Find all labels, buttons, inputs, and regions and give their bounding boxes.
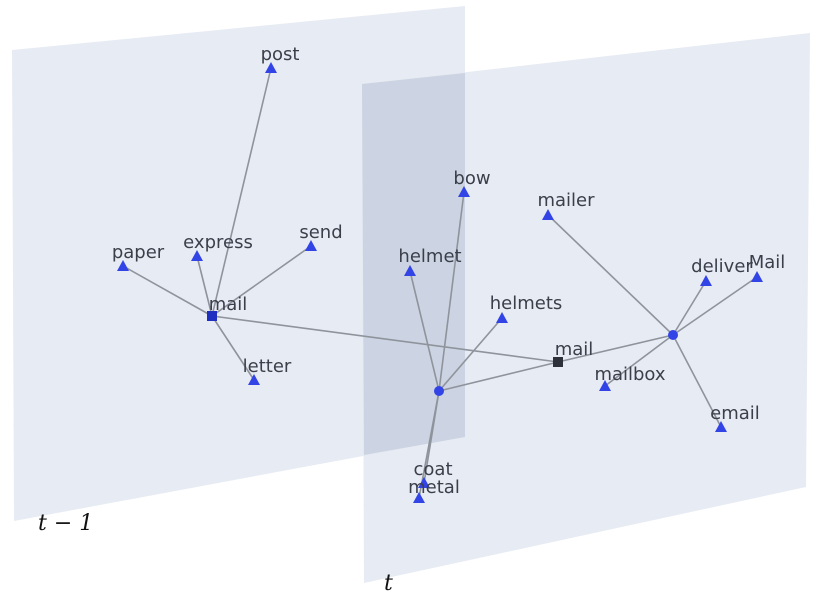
node-deliver-triangle — [700, 275, 712, 286]
node-mailbox-triangle — [599, 380, 611, 391]
node-post-triangle — [265, 62, 277, 73]
plane-overlap — [362, 73, 465, 455]
node-mail-right-square — [553, 357, 563, 367]
plane-label-right: t — [384, 571, 393, 596]
edge-hub-a-helmet — [409, 270, 440, 392]
label-send: send — [299, 222, 342, 243]
label-Mail: Mail — [749, 252, 786, 273]
label-email: email — [710, 403, 760, 424]
node-Mail-triangle — [751, 271, 763, 282]
node-mail-left-square — [207, 311, 217, 321]
label-metal: metal — [408, 477, 460, 498]
node-hub-a-circle — [434, 386, 444, 396]
edge-hub-b-mailer — [547, 214, 674, 336]
edges-layer — [122, 67, 758, 499]
edge-hub-b-mailbox — [604, 334, 674, 387]
edge-mail-left-send — [211, 245, 312, 317]
edge-mail-left-mail-right — [211, 315, 559, 363]
node-coat-triangle — [418, 477, 430, 488]
edge-hub-b-deliver — [672, 280, 707, 336]
edge-mail-right-hub-b — [557, 334, 674, 363]
label-helmets: helmets — [490, 293, 563, 314]
node-hub-b-circle — [668, 330, 678, 340]
label-letter: letter — [243, 356, 292, 377]
edge-mail-left-paper — [122, 265, 213, 317]
edge-hub-b-Mail — [672, 276, 758, 336]
edge-hub-b-email — [672, 334, 722, 428]
node-express-triangle — [191, 250, 203, 261]
node-paper-triangle — [117, 260, 129, 271]
label-post: post — [261, 44, 300, 65]
label-mail-right: mail — [555, 339, 594, 360]
label-mailer: mailer — [537, 190, 595, 211]
edge-hub-a-bow — [438, 191, 465, 392]
edge-mail-right-hub-a — [438, 361, 559, 392]
plane-right — [362, 33, 810, 583]
node-helmets-triangle — [496, 312, 508, 323]
plane-left — [12, 6, 465, 521]
label-express: express — [183, 232, 253, 253]
label-deliver: deliver — [691, 256, 753, 277]
edge-mail-left-post — [211, 67, 272, 317]
label-helmet: helmet — [398, 246, 461, 267]
edge-mail-left-express — [196, 255, 213, 317]
label-paper: paper — [112, 242, 165, 263]
node-letter-triangle — [248, 374, 260, 385]
label-coat: coat — [414, 459, 453, 480]
labels-layer: t − 1 t mail post express send paper letter mail… — [38, 44, 785, 596]
edge-hub-a-helmets — [438, 317, 503, 392]
nodes-layer — [117, 62, 763, 503]
planes-layer — [12, 6, 810, 583]
node-metal-triangle — [413, 492, 425, 503]
plane-label-left: t − 1 — [38, 511, 93, 536]
node-send-triangle — [305, 240, 317, 251]
label-bow: bow — [453, 168, 490, 189]
node-email-triangle — [715, 421, 727, 432]
node-mailer-triangle — [542, 209, 554, 220]
label-mailbox: mailbox — [594, 364, 665, 385]
node-bow-triangle — [458, 186, 470, 197]
edge-mail-left-letter — [211, 315, 255, 381]
node-helmet-triangle — [404, 265, 416, 276]
label-mail-left: mail — [209, 294, 248, 315]
